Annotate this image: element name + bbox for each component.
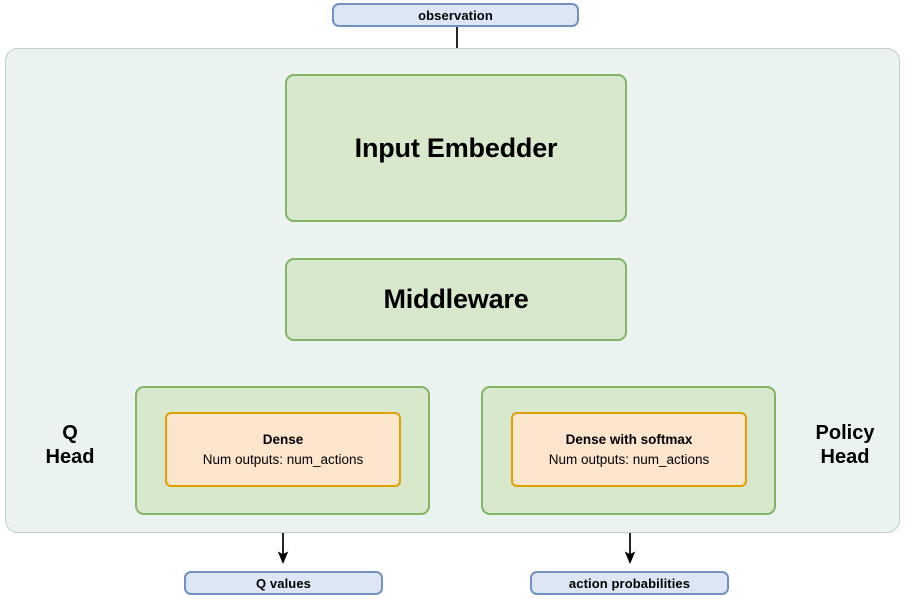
- input-embedder-label: Input Embedder: [354, 132, 558, 163]
- q-head-label-line2: Head: [45, 446, 95, 468]
- policy-head-label-line2: Head: [820, 446, 870, 468]
- q-values-box[interactable]: Q values: [184, 571, 383, 595]
- policy-head-label-line1: Policy: [815, 422, 875, 445]
- action-probabilities-label: action probabilities: [568, 575, 691, 591]
- q-head-label-line1: Q: [62, 422, 78, 445]
- action-probabilities-box[interactable]: action probabilities: [530, 571, 729, 595]
- q-values-label: Q values: [256, 575, 311, 591]
- middleware-box[interactable]: Middleware: [285, 258, 627, 341]
- q-head-label: Q Head: [20, 418, 120, 474]
- input-embedder-box[interactable]: Input Embedder: [285, 74, 627, 222]
- observation-box[interactable]: observation: [332, 3, 579, 27]
- policy-head-dense-subtitle: Num outputs: num_actions: [548, 451, 710, 467]
- q-head-dense-subtitle: Num outputs: num_actions: [202, 451, 364, 467]
- middleware-label: Middleware: [383, 284, 529, 314]
- q-head-dense-layer[interactable]: Dense Num outputs: num_actions: [165, 412, 401, 487]
- policy-head-dense-softmax-layer[interactable]: Dense with softmax Num outputs: num_acti…: [511, 412, 747, 487]
- observation-label: observation: [418, 7, 493, 23]
- q-head-dense-title: Dense: [262, 431, 304, 447]
- policy-head-label: Policy Head: [790, 418, 900, 474]
- policy-head-dense-title: Dense with softmax: [565, 431, 693, 447]
